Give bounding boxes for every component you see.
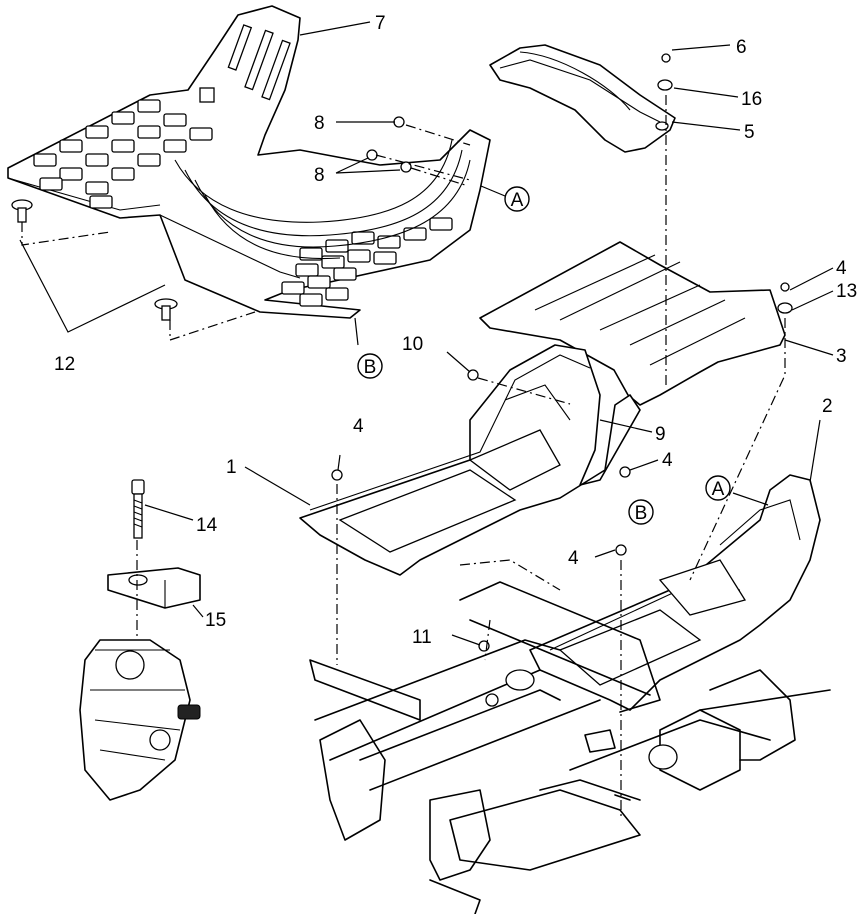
seat-support-part-2	[529, 474, 821, 711]
floor-mat-part-7	[7, 5, 491, 319]
reference-markers: A A B B	[357, 186, 731, 525]
callout-14: 14	[196, 515, 218, 536]
callout-12: 12	[54, 354, 75, 375]
callout-4-right: 4	[836, 258, 847, 279]
transmission-unit	[79, 639, 201, 801]
callout-4-mid: 4	[662, 450, 673, 471]
callout-13: 13	[836, 281, 857, 302]
mat-pads	[33, 24, 471, 307]
callout-11: 11	[412, 627, 432, 648]
callout-15: 15	[205, 610, 226, 631]
ref-circle-b-top	[357, 353, 383, 379]
ref-label-a-bottom: A	[712, 479, 725, 500]
callout-8-top: 8	[314, 113, 325, 134]
ref-label-a-top: A	[511, 190, 524, 211]
button-parts-12	[11, 199, 178, 321]
hardware	[331, 53, 793, 652]
callout-5: 5	[744, 122, 755, 143]
callout-4-left: 4	[353, 416, 364, 437]
ref-label-b-top: B	[364, 357, 377, 378]
cover-part-5	[489, 44, 676, 153]
leader-lines	[19, 21, 834, 646]
callout-9: 9	[655, 424, 666, 445]
ref-circle-a-top	[504, 186, 530, 212]
callout-4-bottom: 4	[568, 548, 579, 569]
callout-2: 2	[822, 396, 833, 417]
callout-10: 10	[402, 334, 423, 355]
bolt-part-14	[131, 479, 145, 539]
seat-support-part-1	[299, 344, 641, 576]
chassis-frame	[309, 559, 831, 914]
bracket-part-15	[107, 567, 201, 609]
callout-numbers: 7 6 16 5 8 8 4 13 3 10 9 4 2 1 4 4 14 15…	[54, 13, 857, 648]
ref-circle-b-bottom	[628, 499, 654, 525]
callout-16: 16	[741, 89, 762, 110]
callout-1: 1	[226, 457, 237, 478]
callout-7: 7	[375, 13, 386, 34]
callout-8-bottom: 8	[314, 165, 325, 186]
ref-circle-a-bottom	[705, 475, 731, 501]
callout-3: 3	[836, 346, 847, 367]
callout-6: 6	[736, 37, 747, 58]
ref-label-b-bottom: B	[635, 503, 648, 524]
